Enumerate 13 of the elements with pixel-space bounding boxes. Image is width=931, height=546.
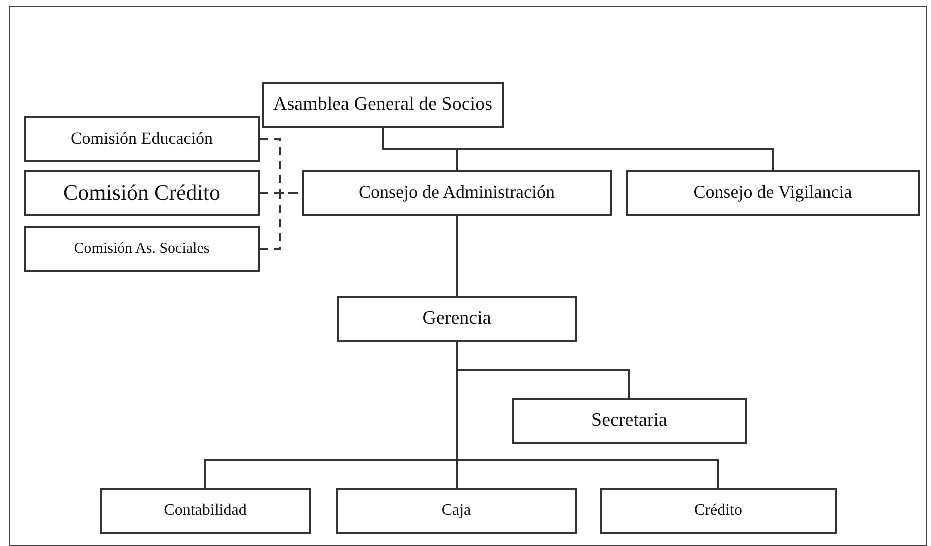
org-box: Gerencia [337, 296, 577, 342]
org-box: Consejo de Vigilancia [626, 170, 920, 216]
org-box: Comisión Crédito [24, 170, 260, 216]
org-box: Comisión Educación [24, 116, 260, 162]
org-box: Contabilidad [100, 488, 311, 534]
org-box: Caja [336, 488, 577, 534]
connector-line [456, 342, 720, 488]
org-box: Consejo de Administración [302, 170, 612, 216]
org-box: Secretaria [512, 398, 747, 444]
org-box: Crédito [600, 488, 837, 534]
org-box: Asamblea General de Socios [262, 82, 504, 128]
org-box: Comisión As. Sociales [24, 226, 260, 272]
connector-line [456, 216, 458, 296]
